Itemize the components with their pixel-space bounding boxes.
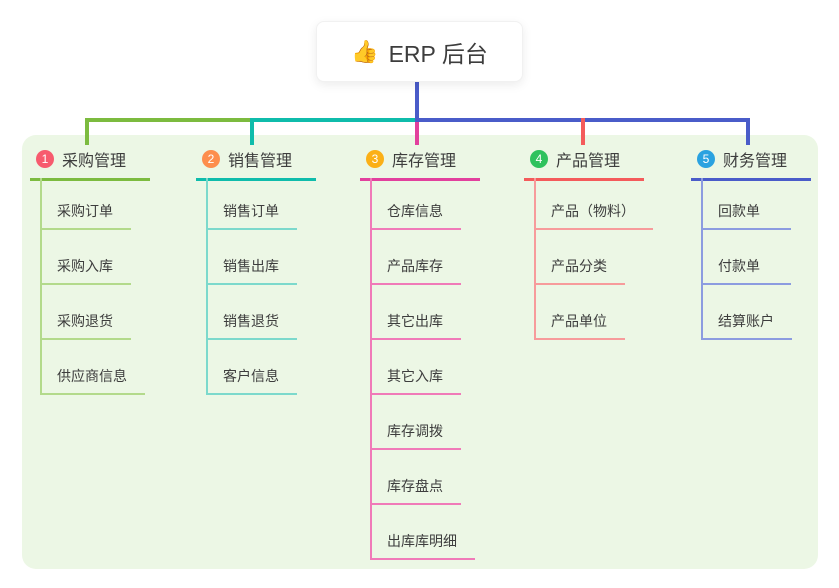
child-node[interactable]: 其它入库 <box>370 340 461 395</box>
branch-1: 1 采购管理采购订单采购入库采购退货供应商信息 <box>30 147 151 395</box>
child-node[interactable]: 采购订单 <box>40 175 131 230</box>
root-node-label: ERP 后台 <box>388 40 488 67</box>
child-node[interactable]: 仓库信息 <box>370 175 461 230</box>
child-node[interactable]: 产品分类 <box>534 230 625 285</box>
child-node[interactable]: 付款单 <box>701 230 791 285</box>
branch-drop-line <box>250 118 254 145</box>
root-node[interactable]: 👍 ERP 后台 <box>316 21 523 82</box>
child-node[interactable]: 结算账户 <box>701 285 792 340</box>
child-connector-line <box>206 178 208 395</box>
branch-index-badge: 3 <box>366 150 384 168</box>
child-connector-line <box>40 178 42 395</box>
child-node[interactable]: 库存调拨 <box>370 395 461 450</box>
branch-children: 仓库信息产品库存其它出库其它入库库存调拨库存盘点出库库明细 <box>370 175 475 560</box>
branch-node[interactable]: 1 采购管理 <box>30 147 151 181</box>
branch-label: 销售管理 <box>228 153 293 170</box>
branch-label: 产品管理 <box>556 153 621 170</box>
child-node[interactable]: 其它出库 <box>370 285 461 340</box>
child-node[interactable]: 销售订单 <box>206 175 297 230</box>
branches-background-panel <box>22 135 818 569</box>
branch-index-badge: 1 <box>36 150 54 168</box>
branch-index-badge: 2 <box>202 150 220 168</box>
child-connector-line <box>701 178 703 340</box>
connector-bus-segment <box>250 118 419 122</box>
child-connector-line <box>534 178 536 340</box>
branch-3: 3 库存管理仓库信息产品库存其它出库其它入库库存调拨库存盘点出库库明细 <box>360 147 481 560</box>
branch-drop-line <box>746 118 750 145</box>
child-node[interactable]: 销售出库 <box>206 230 297 285</box>
branch-children: 回款单付款单结算账户 <box>701 175 792 340</box>
child-node[interactable]: 供应商信息 <box>40 340 145 395</box>
branch-node[interactable]: 5 财务管理 <box>691 147 812 181</box>
branch-node[interactable]: 4 产品管理 <box>524 147 645 181</box>
branch-4: 4 产品管理产品（物料）产品分类产品单位 <box>524 147 653 340</box>
branch-children: 销售订单销售出库销售退货客户信息 <box>206 175 297 395</box>
child-node[interactable]: 产品单位 <box>534 285 625 340</box>
branch-label: 库存管理 <box>392 153 457 170</box>
branch-drop-line <box>581 118 585 145</box>
child-node[interactable]: 采购入库 <box>40 230 131 285</box>
child-node[interactable]: 回款单 <box>701 175 791 230</box>
child-node[interactable]: 库存盘点 <box>370 450 461 505</box>
child-node[interactable]: 出库库明细 <box>370 505 475 560</box>
branch-5: 5 财务管理回款单付款单结算账户 <box>691 147 812 340</box>
child-node[interactable]: 销售退货 <box>206 285 297 340</box>
child-node[interactable]: 客户信息 <box>206 340 297 395</box>
root-connector-line <box>415 82 419 122</box>
branch-2: 2 销售管理销售订单销售出库销售退货客户信息 <box>196 147 317 395</box>
child-node[interactable]: 产品（物料） <box>534 175 653 230</box>
branch-node[interactable]: 3 库存管理 <box>360 147 481 181</box>
branch-children: 产品（物料）产品分类产品单位 <box>534 175 653 340</box>
branch-drop-line <box>85 118 89 145</box>
branch-drop-line <box>415 122 419 145</box>
child-node[interactable]: 采购退货 <box>40 285 131 340</box>
branch-label: 采购管理 <box>62 153 127 170</box>
child-connector-line <box>370 178 372 560</box>
thumbs-up-icon: 👍 <box>351 38 379 64</box>
branch-children: 采购订单采购入库采购退货供应商信息 <box>40 175 145 395</box>
connector-bus-segment <box>85 118 254 122</box>
branch-index-badge: 4 <box>530 150 548 168</box>
child-node[interactable]: 产品库存 <box>370 230 461 285</box>
branch-index-badge: 5 <box>697 150 715 168</box>
branch-label: 财务管理 <box>723 153 788 170</box>
branch-node[interactable]: 2 销售管理 <box>196 147 317 181</box>
